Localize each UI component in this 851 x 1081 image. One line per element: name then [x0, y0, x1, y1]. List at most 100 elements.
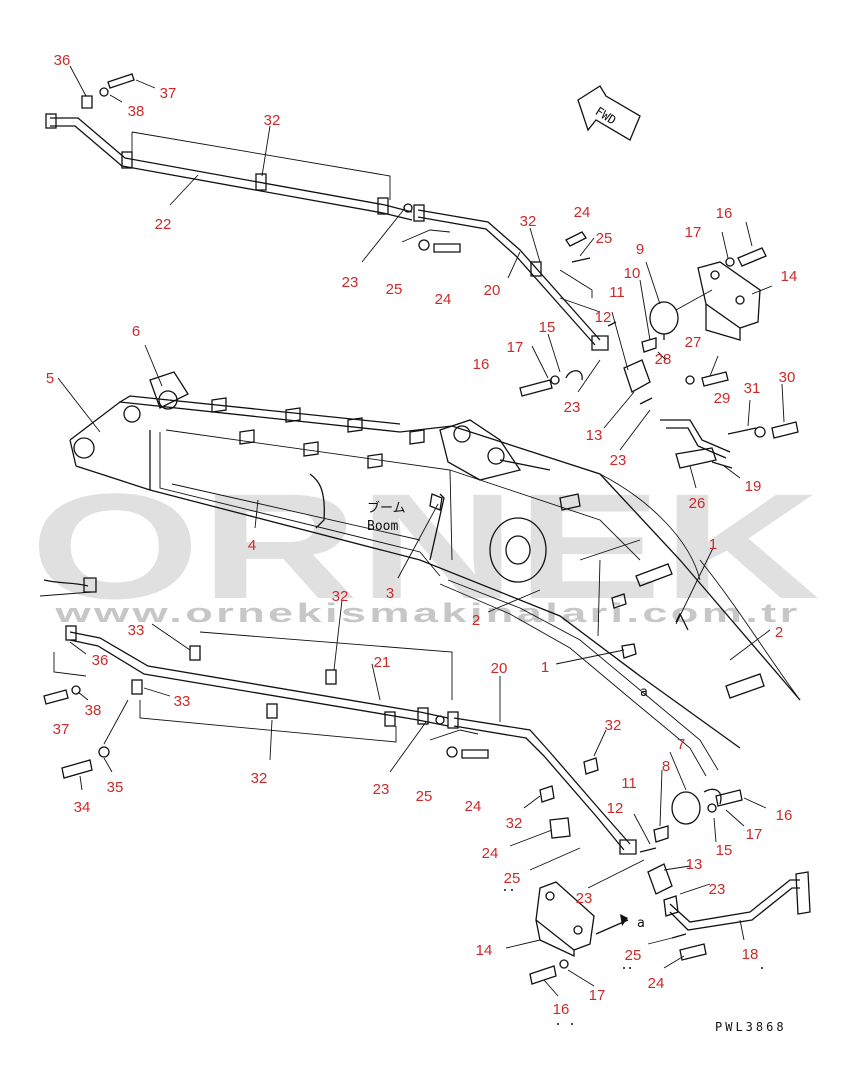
callout-32: 32 — [264, 112, 281, 129]
callout-24: 24 — [648, 975, 665, 992]
callout-36: 36 — [92, 652, 109, 669]
drawing-code: PWL3868 — [715, 1020, 787, 1034]
callout-16: 16 — [553, 1001, 570, 1018]
callout-32: 32 — [332, 588, 349, 605]
callout-17: 17 — [746, 826, 763, 843]
callout-16: 16 — [776, 807, 793, 824]
callout-32: 32 — [506, 815, 523, 832]
callout-6: 6 — [132, 323, 140, 340]
callout-10: 10 — [624, 265, 641, 282]
callout-23: 23 — [610, 452, 627, 469]
callout-7: 7 — [677, 736, 685, 753]
valve-group-lower — [587, 751, 767, 895]
tube-18 — [647, 871, 811, 969]
callout-17: 17 — [685, 224, 702, 241]
callout-33: 33 — [174, 693, 191, 710]
tube-20-upper — [401, 203, 609, 351]
callout-14: 14 — [781, 268, 798, 285]
fwd-arrow-icon: FWD — [577, 85, 641, 141]
watermark: ORNEK www.ornekismakinalari.com.tr — [30, 462, 820, 630]
callout-17: 17 — [507, 339, 524, 356]
callout-5: 5 — [46, 370, 54, 387]
callout-11: 11 — [609, 284, 625, 301]
callout-13: 13 — [686, 856, 703, 873]
callout-23: 23 — [342, 274, 359, 291]
callout-31: 31 — [744, 380, 761, 397]
callout-23: 23 — [564, 399, 581, 416]
callout-12: 12 — [607, 800, 624, 817]
callout-38: 38 — [128, 103, 145, 120]
callout-25: 25 — [625, 947, 642, 964]
boom-label-en: Boom — [367, 519, 398, 534]
leaders-lower-left — [69, 599, 427, 791]
boom-structure — [69, 371, 801, 777]
callout-30: 30 — [779, 369, 796, 386]
callout-9: 9 — [636, 241, 644, 258]
callout-32: 32 — [605, 717, 622, 734]
tube-20-lower — [429, 676, 637, 871]
callout-23: 23 — [576, 890, 593, 907]
callout-33: 33 — [128, 622, 145, 639]
callout-37: 37 — [160, 85, 177, 102]
callout-11: 11 — [621, 775, 637, 792]
callout-20: 20 — [484, 282, 501, 299]
callout-3: 3 — [386, 585, 394, 602]
callout-8: 8 — [662, 758, 670, 775]
watermark-brand: ORNEK — [30, 462, 820, 630]
leaders-boom — [57, 344, 771, 665]
watermark-url: www.ornekismakinalari.com.tr — [54, 598, 801, 628]
callout-23: 23 — [709, 881, 726, 898]
callout-24: 24 — [465, 798, 482, 815]
callout-20: 20 — [491, 660, 508, 677]
callout-25: 25 — [596, 230, 613, 247]
callout-29: 29 — [714, 390, 731, 407]
tube-21 — [39, 577, 453, 779]
bracket-26-group — [660, 355, 799, 489]
valve-group-upper — [519, 261, 713, 451]
callout-19: 19 — [745, 478, 762, 495]
callout-25: 25 — [504, 870, 521, 887]
callout-15: 15 — [716, 842, 733, 859]
bracket-14-lower — [505, 881, 629, 997]
callout-24: 24 — [435, 291, 452, 308]
tube-22 — [45, 73, 413, 221]
callout-1: 1 — [541, 659, 549, 676]
callout-32: 32 — [251, 770, 268, 787]
bracket-14-upper — [697, 221, 773, 341]
callout-14: 14 — [476, 942, 493, 959]
callout-15: 15 — [539, 319, 556, 336]
callout-25: 25 — [386, 281, 403, 298]
callout-23: 23 — [373, 781, 390, 798]
callout-16: 16 — [473, 356, 490, 373]
dots-misc — [504, 889, 763, 1025]
callout-18: 18 — [742, 946, 759, 963]
fwd-label: FWD — [593, 104, 619, 127]
callout-13: 13 — [586, 427, 603, 444]
view-mark-a-1: a — [640, 685, 648, 700]
callout-37: 37 — [53, 721, 70, 738]
view-mark-a-2: a — [637, 916, 645, 931]
leaders-upper-left — [69, 65, 406, 263]
callout-4: 4 — [248, 537, 256, 554]
callout-24: 24 — [574, 204, 591, 221]
boom-label-jp: ブーム — [367, 500, 406, 516]
callout-38: 38 — [85, 702, 102, 719]
callout-22: 22 — [155, 216, 172, 233]
callout-27: 27 — [685, 334, 702, 351]
callout-36: 36 — [54, 52, 71, 69]
callout-34: 34 — [74, 799, 91, 816]
callout-1: 1 — [709, 536, 717, 553]
callout-26: 26 — [689, 495, 706, 512]
boom-labels: ブーム Boom a a — [367, 500, 648, 931]
callout-24: 24 — [482, 845, 499, 862]
callout-2: 2 — [472, 612, 480, 629]
callout-17: 17 — [589, 987, 606, 1004]
callout-2: 2 — [775, 624, 783, 641]
callout-35: 35 — [107, 779, 124, 796]
callout-32: 32 — [520, 213, 537, 230]
callout-28: 28 — [655, 351, 672, 368]
callout-12: 12 — [595, 309, 612, 326]
